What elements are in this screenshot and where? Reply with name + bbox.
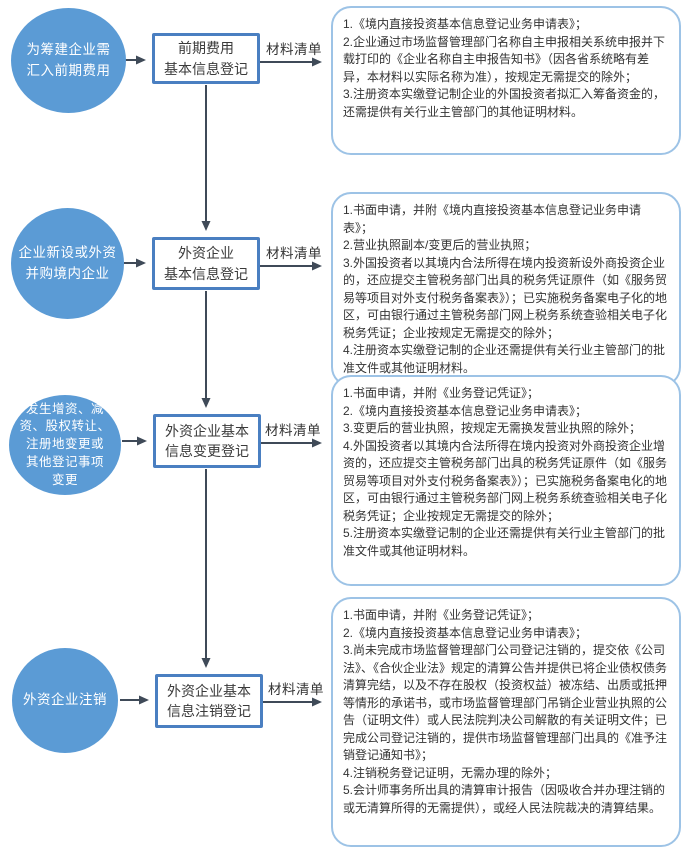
material-list-label: 材料清单: [266, 246, 322, 261]
material-item: 5.会计师事务所出具的清算审计报告（因吸收合并办理注销的或无清算所得的无需提供）…: [343, 783, 666, 815]
step-box-prefee-registration: 前期费用 基本信息登记: [152, 33, 260, 84]
trigger-circle-new-setup: 企业新设或外资 并购境内企业: [11, 208, 124, 319]
step-box-basic-registration: 外资企业 基本信息登记: [152, 237, 260, 290]
materials-panel-4: 1.书面申请，并附《业务登记凭证》； 2.《境内直接投资基本信息登记业务申请表》；…: [331, 597, 681, 847]
material-list-label: 材料清单: [268, 682, 324, 697]
material-item: 2.营业执照副本/变更后的营业执照；: [343, 238, 537, 252]
trigger-circle-deregistration: 外资企业注销: [12, 648, 118, 753]
material-item: 4.注册资本实缴登记制的企业还需提供有关行业主管部门的批准文件或其他证明材料。: [343, 343, 666, 375]
materials-panel-2: 1.书面申请，并附《境内直接投资基本信息登记业务申请表》； 2.营业执照副本/变更…: [331, 192, 681, 387]
step-box-change-registration: 外资企业基本 信息变更登记: [153, 414, 261, 468]
material-item: 1.书面申请，并附《业务登记凭证》；: [343, 386, 540, 400]
material-item: 5.注册资本实缴登记制的企业还需提供有关行业主管部门的批准文件或其他证明材料。: [343, 526, 666, 558]
material-item: 3.外国投资者以其境内合法所得在境内投资新设外商投资企业的，还应提交主管税务部门…: [343, 255, 668, 340]
materials-panel-1: 1.《境内直接投资基本信息登记业务申请表》； 2.企业通过市场监督管理部门名称自主…: [331, 6, 681, 155]
material-item: 2.企业通过市场监督管理部门名称自主申报相关系统申报并下载打印的《企业名称自主申…: [343, 34, 666, 84]
trigger-circle-prefee: 为筹建企业需 汇入前期费用: [11, 8, 126, 113]
material-item: 4.注销税务登记证明，无需办理的除外；: [343, 765, 558, 780]
material-item: 1.书面申请，并附《境内直接投资基本信息登记业务申请表》；: [343, 203, 642, 235]
material-item: 3.尚未完成市场监督管理部门公司登记注销的，提交依《公司法》、《合伙企业法》规定…: [343, 643, 668, 762]
material-list-label: 材料清单: [266, 42, 322, 57]
material-item: 1.书面申请，并附《业务登记凭证》；: [343, 608, 540, 622]
step-box-deregistration: 外资企业基本 信息注销登记: [155, 674, 263, 728]
material-item: 4.外国投资者以其境内合法所得在境内投资对外商投资企业增资的，还应提交主管税务部…: [343, 438, 668, 523]
material-item: 3.注册资本实缴登记制企业的外国投资者拟汇入筹备资金的，还需提供有关行业主管部门…: [343, 87, 666, 119]
material-item: 1.《境内直接投资基本信息登记业务申请表》；: [343, 17, 588, 31]
material-list-label: 材料清单: [265, 423, 321, 438]
material-item: 2.《境内直接投资基本信息登记业务申请表》；: [343, 625, 588, 640]
material-item: 2.《境内直接投资基本信息登记业务申请表》；: [343, 403, 588, 418]
trigger-circle-change: 发生增资、减 资、股权转让、 注册地变更或 其他登记事项 变更: [9, 395, 121, 495]
materials-panel-3: 1.书面申请，并附《业务登记凭证》； 2.《境内直接投资基本信息登记业务申请表》；…: [331, 375, 681, 586]
material-item: 3.变更后的营业执照，按规定无需换发营业执照的除外；: [343, 421, 642, 435]
